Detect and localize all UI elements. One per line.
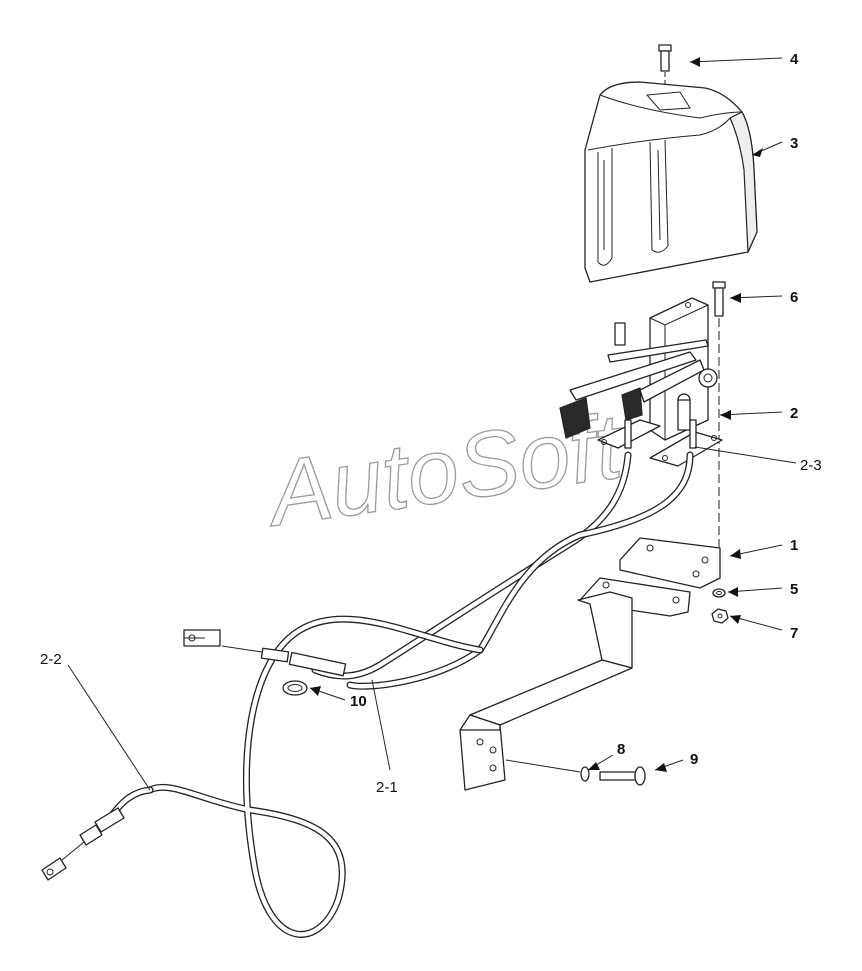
bracket-part-1 [459,537,721,791]
washer-part-8 [580,766,590,782]
cable-2-1-end [183,629,347,677]
cable-loop [146,615,484,938]
label-10: 10 [350,693,367,710]
label-7: 7 [790,625,798,642]
label-8: 8 [617,741,625,758]
label-2-2: 2-2 [40,651,62,668]
bolt-part-9 [599,766,646,786]
label-1: 1 [790,537,798,554]
clip-part-10 [282,680,308,696]
cover-part [584,81,758,283]
label-2-1: 2-1 [376,779,398,796]
label-3: 3 [790,135,798,152]
screw-part-6 [712,281,726,317]
leader-lines [67,57,797,791]
cable-2-3 [346,451,694,690]
lever-assembly-part-2 [559,297,723,467]
nut-part-7 [711,608,729,624]
cable-2-2-end [41,786,154,881]
label-2: 2 [790,405,798,422]
washer-part-5 [712,588,726,598]
label-5: 5 [790,581,798,598]
screw-part-4 [658,44,672,72]
cable-2-1 [311,451,632,680]
label-6: 6 [790,289,798,306]
label-2-3: 2-3 [800,457,822,474]
label-4: 4 [790,51,799,68]
label-9: 9 [690,751,698,768]
